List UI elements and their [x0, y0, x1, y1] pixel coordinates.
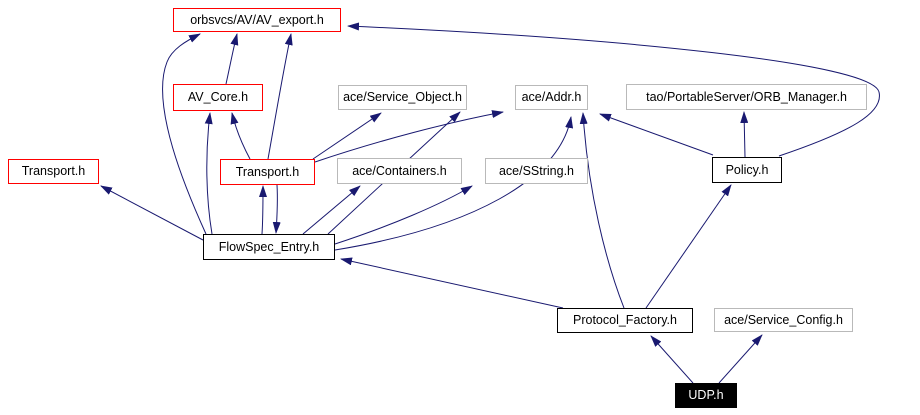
edge-flowspec-entry-to-containers [302, 185, 361, 235]
graph-node-transport-left[interactable]: Transport.h [8, 159, 99, 184]
graph-node-containers[interactable]: ace/Containers.h [337, 158, 462, 184]
edge-transport-to-av-core [230, 112, 251, 160]
edge-transport-to-flowspec-entry [272, 184, 281, 234]
edge-transport-to-addr [314, 110, 504, 163]
graph-node-sstring[interactable]: ace/SString.h [485, 158, 588, 184]
graph-node-protocol-factory[interactable]: Protocol_Factory.h [557, 308, 693, 333]
graph-node-addr[interactable]: ace/Addr.h [515, 85, 588, 110]
edge-protocol-factory-to-addr [579, 112, 625, 309]
graph-node-policy[interactable]: Policy.h [712, 157, 782, 183]
edge-transport-to-av-export [267, 33, 293, 160]
edge-policy-to-addr [599, 113, 714, 156]
graph-node-flowspec-entry[interactable]: FlowSpec_Entry.h [203, 234, 335, 260]
graph-node-orb-manager[interactable]: tao/PortableServer/ORB_Manager.h [626, 84, 867, 110]
edge-flowspec-entry-to-transport [258, 185, 267, 235]
graph-node-av-core[interactable]: AV_Core.h [173, 84, 263, 111]
edge-flowspec-entry-to-transport-left [100, 185, 204, 241]
edge-udp-to-service-config [718, 334, 763, 384]
edge-transport-to-service-object [312, 112, 382, 160]
graph-node-udp[interactable]: UDP.h [675, 383, 737, 408]
edge-protocol-factory-to-policy [645, 184, 732, 309]
edges-group [100, 22, 880, 384]
graph-node-av-export[interactable]: orbsvcs/AV/AV_export.h [173, 8, 341, 32]
edge-udp-to-protocol-factory [650, 335, 694, 384]
graph-node-transport[interactable]: Transport.h [220, 159, 315, 185]
edge-flowspec-entry-to-av-export [162, 33, 207, 235]
graph-node-service-config[interactable]: ace/Service_Config.h [714, 308, 853, 332]
edge-flowspec-entry-to-av-core [204, 112, 213, 235]
edge-protocol-factory-to-flowspec-entry [340, 257, 564, 309]
edge-flowspec-entry-to-sstring [334, 185, 473, 245]
graph-node-service-object[interactable]: ace/Service_Object.h [338, 85, 467, 110]
edge-flowspec-entry-to-addr [334, 116, 574, 251]
edge-policy-to-orb-manager [740, 111, 749, 158]
edge-policy-to-av-export [347, 22, 880, 157]
edge-av-core-to-av-export [225, 33, 239, 85]
